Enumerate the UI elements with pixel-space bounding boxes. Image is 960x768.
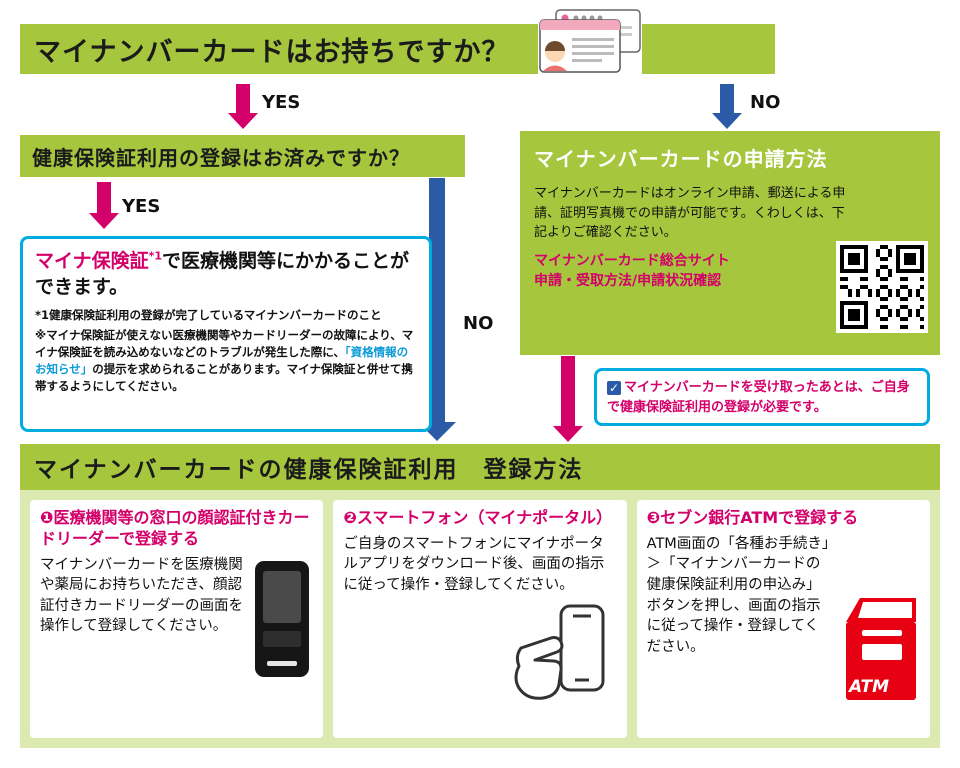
register-card-2: ❷スマートフォン（マイナポータル） ご自身のスマートフォンにマイナポータルアプリ… bbox=[333, 500, 627, 738]
application-box: マイナンバーカードの申請方法 マイナンバーカードはオンライン申請、郵送による申請… bbox=[520, 131, 940, 355]
register-card-1-body: マイナンバーカードを医療機関や薬局にお持ちいただき、顔認証付きカードリーダーの画… bbox=[40, 555, 313, 677]
qr-code bbox=[836, 241, 928, 333]
question1-title: マイナンバーカードはお持ちですか？ bbox=[34, 36, 510, 68]
result-note-1: *1健康保険証利用の登録が完了しているマイナンバーカードのこと bbox=[35, 308, 382, 323]
application-link-1: マイナンバーカード総合サイト bbox=[534, 252, 730, 269]
arrow-yes-2-label: YES bbox=[122, 196, 161, 217]
register-card-3: ❸セブン銀行ATMで登録する ATM ATM画面の「各種お手続き」＞「マイナンバ… bbox=[636, 500, 930, 738]
smartphone-hand-illustration bbox=[514, 604, 605, 700]
question2-title: 健康保険証利用の登録はお済みですか？ bbox=[32, 145, 410, 170]
result-title-highlight: マイナ保険証 bbox=[35, 250, 149, 272]
arrow-apply-down bbox=[553, 356, 583, 442]
arrow-no-2 bbox=[417, 178, 457, 441]
mynumber-card-illustration bbox=[538, 8, 642, 74]
question2-banner: 健康保険証利用の登録はお済みですか？ bbox=[20, 135, 465, 177]
card-reader-illustration bbox=[255, 560, 310, 677]
register-card-2-text: ご自身のスマートフォンにマイナポータルアプリをダウンロード後、画面の指示に従って… bbox=[343, 535, 605, 593]
result-note-2: ※マイナ保険証が使えない医療機関等やカードリーダーの故障により、マイナ保険証を読… bbox=[35, 327, 417, 396]
register-card-1: ❶医療機関等の窓口の顔認証付きカードリーダーで登録する マイナンバーカードを医療… bbox=[30, 500, 324, 738]
registration-notice-text: マイナンバーカードを受け取ったあとは、ご自身で健康保険証利用の登録が必要です。 bbox=[607, 380, 910, 416]
result-title-rest: で医療機関等にかかることができます。 bbox=[35, 250, 410, 298]
register-banner: マイナンバーカードの健康保険証利用 登録方法 bbox=[20, 444, 940, 490]
result-note-2-pre: ※マイナ保険証が使えない医療機関等やカードリーダーの故障により、マイナ保険証を読… bbox=[35, 327, 414, 359]
register-card-2-heading: ❷スマートフォン（マイナポータル） bbox=[343, 508, 613, 527]
application-link-2: 申請・受取方法/申請状況確認 bbox=[534, 272, 722, 289]
register-card-3-heading: ❸セブン銀行ATMで登録する bbox=[646, 508, 859, 527]
checkbox-icon bbox=[607, 381, 621, 395]
result-title-marker: *1 bbox=[148, 249, 163, 263]
arrow-yes-2 bbox=[89, 182, 119, 229]
arrow-yes-1 bbox=[228, 84, 258, 129]
result-note-2-post: の提示を求められることがあります。マイナ保険証と併せて携帯するようにしてください… bbox=[35, 362, 413, 394]
register-card-3-body: ATM ATM画面の「各種お手続き」＞「マイナンバーカードの健康保険証利用の申込… bbox=[646, 534, 920, 700]
application-body: マイナンバーカードはオンライン申請、郵送による申請、証明写真機での申請が可能です… bbox=[534, 186, 846, 240]
arrow-no-1 bbox=[712, 84, 742, 129]
register-card-3-text: ATM画面の「各種お手続き」＞「マイナンバーカードの健康保険証利用の申込み」ボタ… bbox=[646, 535, 830, 655]
arrow-no-1-label: NO bbox=[750, 92, 781, 113]
application-title: マイナンバーカードの申請方法 bbox=[534, 147, 828, 171]
register-card-1-text: マイナンバーカードを医療機関や薬局にお持ちいただき、顔認証付きカードリーダーの画… bbox=[40, 556, 243, 635]
register-card-2-body: ご自身のスマートフォンにマイナポータルアプリをダウンロード後、画面の指示に従って… bbox=[343, 534, 616, 702]
result-title: マイナ保険証*1で医療機関等にかかることができます。 bbox=[35, 249, 417, 300]
atm-illustration: ATM bbox=[845, 597, 916, 700]
registration-notice: マイナンバーカードを受け取ったあとは、ご自身で健康保険証利用の登録が必要です。 bbox=[594, 368, 930, 426]
register-card-1-heading: ❶医療機関等の窓口の顔認証付きカードリーダーで登録する bbox=[40, 508, 310, 548]
arrow-yes-1-label: YES bbox=[262, 92, 301, 113]
result-note-2-link: 「資格情報のお知らせ」 bbox=[35, 344, 409, 377]
question1-banner: マイナンバーカードはお持ちですか？ bbox=[20, 24, 775, 74]
myna-insurance-result-box: マイナ保険証*1で医療機関等にかかることができます。 *1健康保険証利用の登録が… bbox=[20, 236, 432, 432]
arrow-no-2-label: NO bbox=[463, 313, 494, 334]
register-title: マイナンバーカードの健康保険証利用 登録方法 bbox=[34, 457, 584, 483]
register-panel: ❶医療機関等の窓口の顔認証付きカードリーダーで登録する マイナンバーカードを医療… bbox=[20, 490, 940, 748]
atm-label: ATM bbox=[847, 677, 889, 697]
